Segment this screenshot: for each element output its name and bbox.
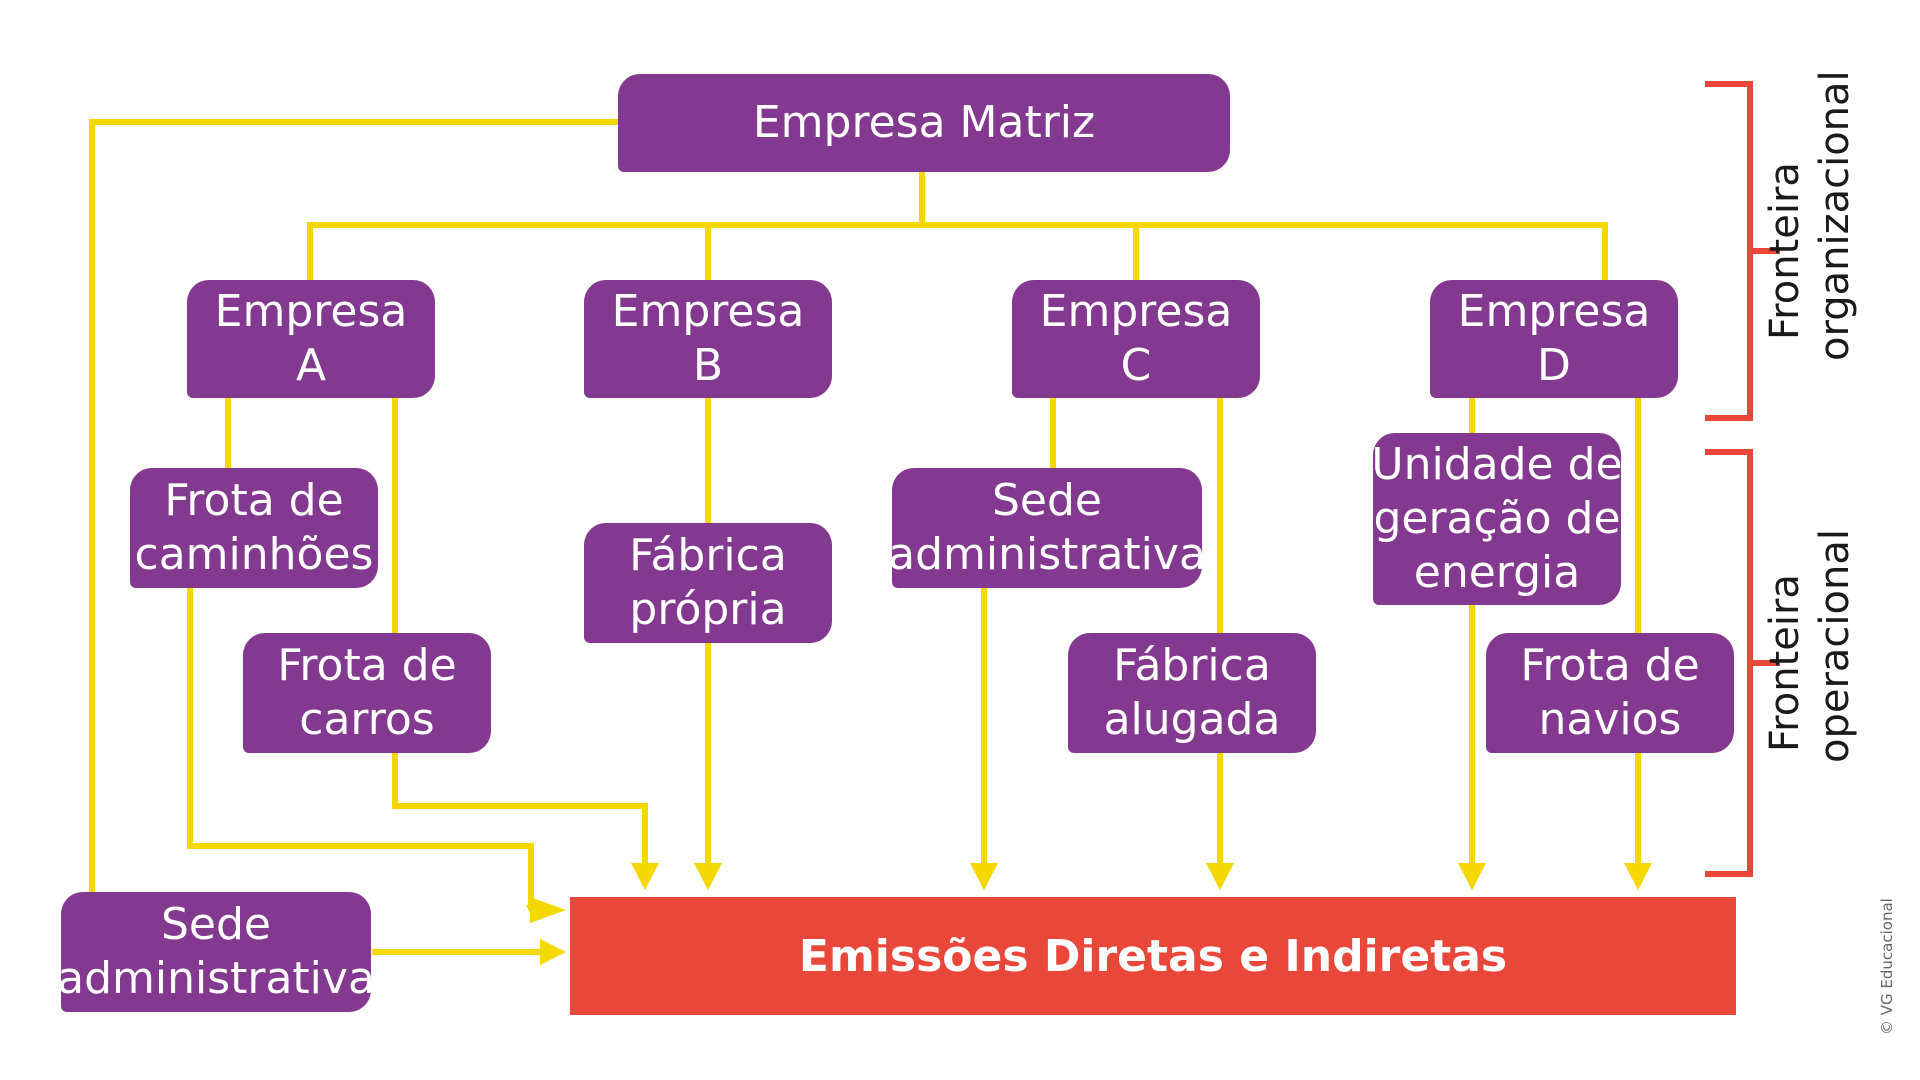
node-label-line2: B xyxy=(692,340,724,391)
node-frota-caminhoes: Frota de caminhões xyxy=(130,468,378,588)
bracket-operacional xyxy=(1705,449,1780,877)
label-fronteira-operacional: Fronteira operacional xyxy=(1760,529,1860,763)
emissions-label: Emissões Diretas e Indiretas xyxy=(798,930,1508,982)
node-label-line1: Unidade de xyxy=(1371,439,1623,490)
node-frota-carros: Frota de carros xyxy=(243,633,491,753)
node-label-line1: Empresa xyxy=(611,286,805,337)
node-label-line3: energia xyxy=(1413,547,1581,598)
label-line1: Fronteira xyxy=(1762,574,1808,752)
label-line1: Fronteira xyxy=(1762,162,1808,340)
arrowhead-unidade-energia xyxy=(1458,863,1486,890)
node-fabrica-alugada: Fábrica alugada xyxy=(1068,633,1316,753)
node-label-line2: caminhões xyxy=(134,529,374,580)
node-sede-administrativa-c: Sede administrativa xyxy=(888,468,1206,588)
label-line2: organizacional xyxy=(1812,70,1858,361)
node-label-line2: carros xyxy=(299,694,435,745)
connector-matriz-to-sede xyxy=(89,119,618,893)
node-empresa-d: Empresa D xyxy=(1430,280,1678,398)
node-label-line2: C xyxy=(1120,340,1152,391)
arrow-frota-carros xyxy=(392,752,650,890)
node-label: Empresa Matriz xyxy=(752,97,1096,148)
bracket-organizacional xyxy=(1705,81,1780,421)
arrow-frota-caminhoes xyxy=(187,588,536,915)
label-fronteira-organizacional: Fronteira organizacional xyxy=(1760,70,1860,361)
arrowhead-frota-caminhoes xyxy=(530,897,566,923)
node-label-line1: Frota de xyxy=(277,640,457,691)
node-empresa-b: Empresa B xyxy=(584,280,832,398)
arrowhead-frota-carros xyxy=(631,863,659,890)
arrowhead-fabrica-propria xyxy=(694,863,722,890)
node-empresa-a: Empresa A xyxy=(187,280,435,398)
node-label-line1: Frota de xyxy=(1520,640,1700,691)
node-label-line2: D xyxy=(1537,340,1571,391)
node-sede-administrativa-matriz: Sede administrativa xyxy=(57,892,375,1012)
node-label-line2: administrativa xyxy=(57,953,375,1004)
node-label-line2: navios xyxy=(1538,694,1682,745)
node-label-line2: A xyxy=(295,340,327,391)
node-unidade-geracao-energia: Unidade de geração de energia xyxy=(1371,433,1623,605)
node-label-line2: administrativa xyxy=(888,529,1206,580)
node-empresa-matriz: Empresa Matriz xyxy=(618,74,1230,172)
node-label-line1: Empresa xyxy=(1457,286,1651,337)
node-label-line1: Empresa xyxy=(1039,286,1233,337)
arrowhead-fabrica-alugada xyxy=(1206,863,1234,890)
node-label-line2: alugada xyxy=(1103,694,1281,745)
label-line2: operacional xyxy=(1812,529,1858,763)
node-frota-navios: Frota de navios xyxy=(1486,633,1734,753)
node-label-line1: Fábrica xyxy=(629,530,787,581)
node-emissoes-diretas-indiretas: Emissões Diretas e Indiretas xyxy=(570,897,1736,1015)
node-label-line2: geração de xyxy=(1373,493,1621,544)
arrowhead-sede-c xyxy=(970,863,998,890)
node-label-line1: Frota de xyxy=(164,475,344,526)
node-label-line2: própria xyxy=(629,584,787,635)
node-label-line1: Sede xyxy=(161,899,271,950)
arrowhead-frota-navios xyxy=(1624,863,1652,890)
node-label-line1: Sede xyxy=(992,475,1102,526)
node-empresa-c: Empresa C xyxy=(1012,280,1260,398)
node-label-line1: Fábrica xyxy=(1113,640,1271,691)
node-fabrica-propria: Fábrica própria xyxy=(584,523,832,643)
credit-text: © VG Educacional xyxy=(1878,898,1896,1035)
node-label-line1: Empresa xyxy=(214,286,408,337)
arrowhead-sede-matriz xyxy=(540,939,566,965)
